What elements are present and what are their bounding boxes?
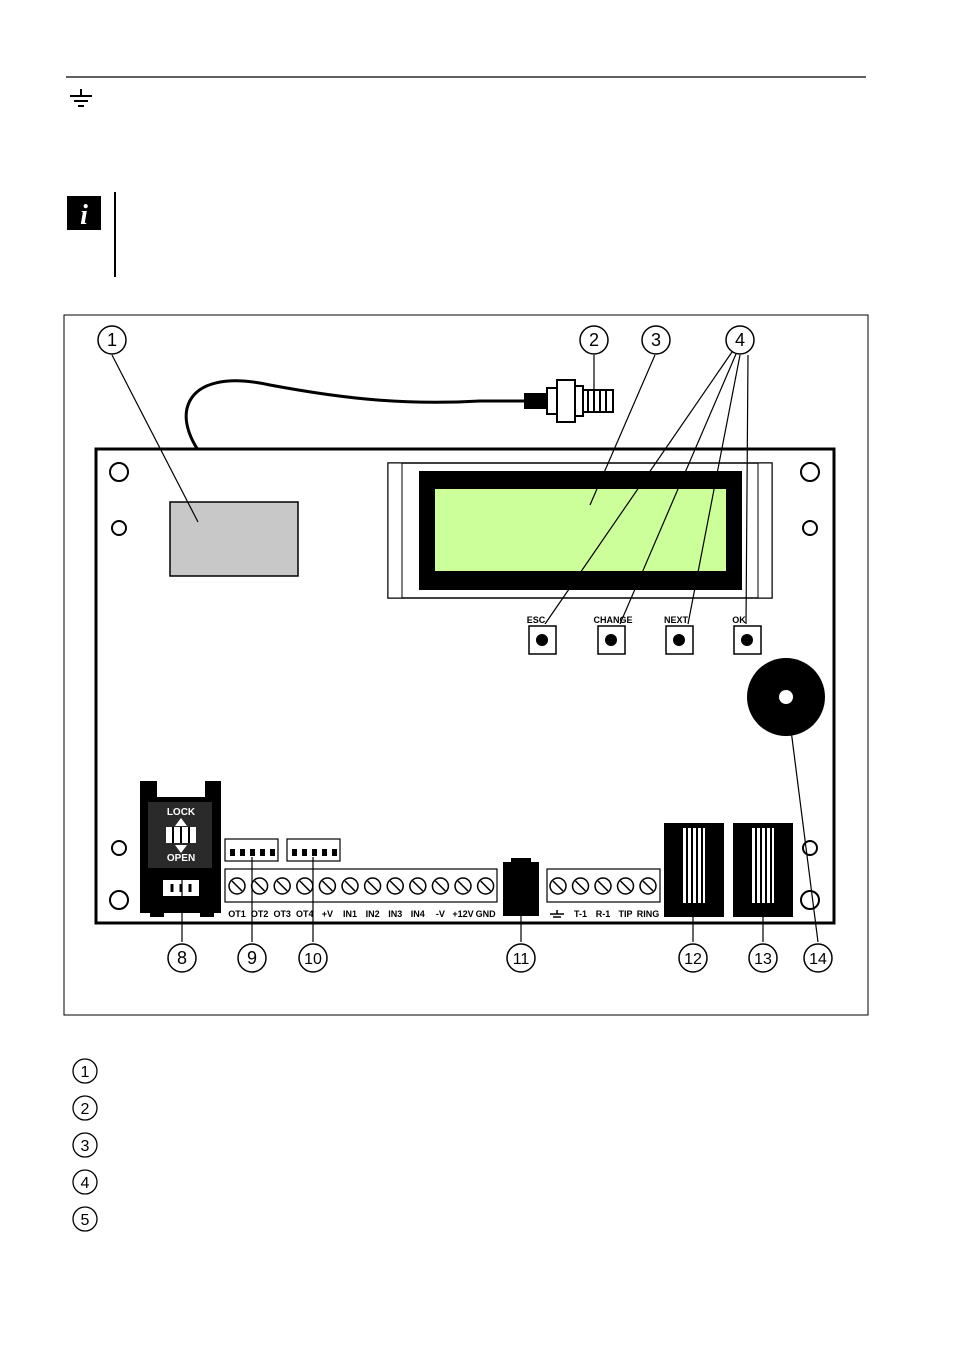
sim-card-holder: LOCK OPEN	[140, 781, 221, 917]
terminal-label: RING	[637, 909, 660, 919]
callout-11: 11	[506, 943, 536, 973]
terminal-label: IN3	[388, 909, 402, 919]
svg-text:i: i	[80, 200, 88, 231]
terminal-label: R-1	[596, 909, 611, 919]
terminal-label: +12V	[452, 909, 473, 919]
callout-12: 12	[678, 943, 708, 973]
lcd-display	[387, 462, 773, 599]
terminal-in3: IN3	[386, 877, 404, 919]
legend: 1 2 3 4 5	[72, 1058, 98, 1232]
rj-socket-13	[733, 823, 793, 917]
callout-10: 10	[298, 943, 328, 973]
terminal-screw: RING	[637, 877, 660, 919]
antenna-cable	[184, 379, 530, 470]
terminal-label: OT4	[296, 909, 314, 919]
terminal-label: IN4	[411, 909, 425, 919]
terminal-12v: +12V	[452, 877, 474, 919]
mounting-holes	[109, 462, 820, 910]
change-button[interactable]: CHANGE	[593, 615, 633, 655]
svg-text:3: 3	[81, 1138, 90, 1155]
svg-text:12: 12	[684, 951, 702, 968]
terminal-screw: TIP	[616, 877, 635, 919]
svg-text:8: 8	[177, 948, 187, 968]
ok-button-label: OK	[732, 615, 746, 625]
ok-button[interactable]: OK	[732, 615, 762, 655]
antenna-connector	[524, 379, 614, 423]
svg-text:14: 14	[809, 951, 827, 968]
terminal-v: -V	[431, 877, 450, 919]
ground-icon	[550, 910, 564, 918]
rj-socket-12	[664, 823, 724, 917]
pin-header-9	[224, 838, 279, 862]
terminal-ot3: OT3	[273, 877, 291, 919]
sim-lock-label: LOCK	[167, 807, 196, 818]
ground-icon	[70, 89, 92, 107]
svg-text:4: 4	[81, 1175, 90, 1192]
legend-item-2: 2	[72, 1095, 98, 1121]
terminal-screw	[549, 877, 567, 895]
terminal-v: +V	[318, 877, 337, 919]
callout-2: 2	[579, 325, 609, 355]
terminal-label: -V	[436, 909, 445, 919]
terminal-label: IN2	[366, 909, 380, 919]
svg-text:1: 1	[81, 1064, 90, 1081]
svg-text:10: 10	[304, 951, 322, 968]
terminal-label: OT2	[251, 909, 269, 919]
svg-text:1: 1	[107, 330, 117, 350]
callout-14: 14	[803, 943, 833, 973]
next-button[interactable]: NEXT	[664, 615, 694, 655]
next-button-label: NEXT	[664, 615, 689, 625]
legend-item-4: 4	[72, 1169, 98, 1195]
callout-13: 13	[748, 943, 778, 973]
keypad-buttons: ESC CHANGE NEXT OK	[527, 615, 762, 655]
gsm-module	[169, 501, 299, 577]
svg-text:2: 2	[589, 330, 599, 350]
esc-button[interactable]: ESC	[527, 615, 557, 655]
terminal-block-right: T-1 R-1 TIP RING	[546, 868, 661, 919]
callout-8: 8	[167, 943, 197, 973]
terminal-in2: IN2	[363, 877, 382, 919]
svg-text:3: 3	[651, 330, 661, 350]
terminal-label: OT1	[228, 909, 246, 919]
info-icon: i	[67, 196, 101, 231]
terminal-label: OT3	[273, 909, 291, 919]
change-button-label: CHANGE	[593, 615, 632, 625]
svg-text:2: 2	[81, 1101, 90, 1118]
svg-text:11: 11	[513, 951, 530, 968]
callout-3: 3	[641, 325, 671, 355]
legend-item-3: 3	[72, 1132, 98, 1158]
svg-text:13: 13	[754, 951, 772, 968]
legend-item-1: 1	[72, 1058, 98, 1084]
terminal-screw: T-1	[571, 877, 590, 919]
svg-text:9: 9	[247, 948, 257, 968]
svg-text:4: 4	[735, 330, 745, 350]
terminal-gnd: GND	[476, 877, 497, 919]
terminal-in1: IN1	[341, 877, 359, 919]
terminal-screw: R-1	[594, 877, 612, 919]
sim-open-label: OPEN	[167, 853, 195, 864]
svg-text:5: 5	[81, 1212, 90, 1229]
terminal-label: +V	[322, 909, 333, 919]
callout-1: 1	[97, 325, 127, 355]
pin-header-10	[286, 838, 341, 862]
terminal-label: T-1	[574, 909, 587, 919]
callout-9: 9	[237, 943, 267, 973]
esc-button-label: ESC	[527, 615, 546, 625]
terminal-label: GND	[476, 909, 497, 919]
buzzer	[747, 658, 825, 736]
terminal-ot2: OT2	[251, 877, 269, 919]
legend-item-5: 5	[72, 1206, 98, 1232]
terminal-in4: IN4	[409, 877, 427, 919]
terminal-label: IN1	[343, 909, 357, 919]
callout-4: 4	[725, 325, 755, 355]
leader-lines	[111, 351, 819, 943]
terminal-label: TIP	[618, 909, 632, 919]
figure-frame	[63, 314, 869, 1016]
terminal-ot1: OT1	[228, 877, 246, 919]
